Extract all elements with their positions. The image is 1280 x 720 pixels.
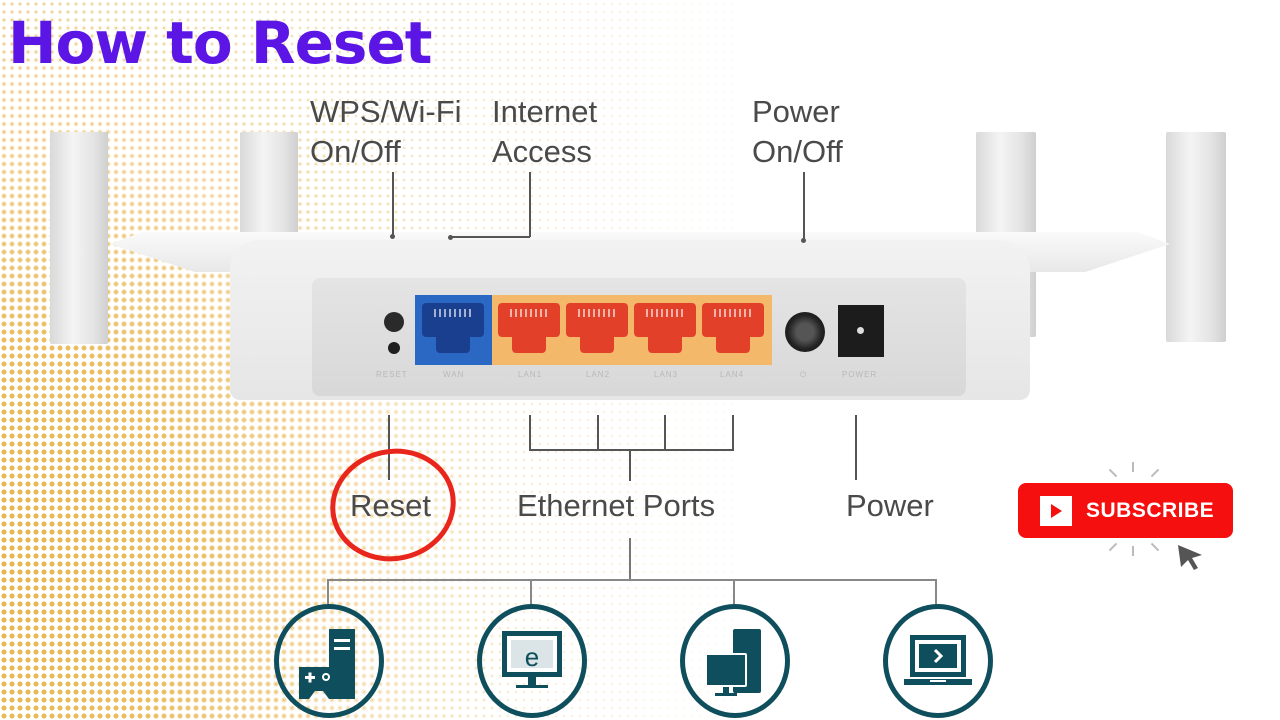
leader-lan-bracket (529, 449, 734, 451)
tree-branch-1 (327, 579, 329, 605)
tree-branch-4 (935, 579, 937, 605)
power-jack[interactable] (838, 305, 884, 357)
wan-port[interactable] (422, 303, 484, 355)
label-reset: Reset (350, 488, 431, 523)
port-label-wan: WAN (443, 370, 465, 379)
tree-branch-3 (733, 579, 735, 605)
leader-dot (390, 234, 395, 239)
device-circle-gaming (274, 604, 384, 718)
tree-bar (327, 579, 936, 581)
port-label-power-switch: ⏻ (800, 370, 808, 379)
leader-reset (388, 415, 390, 480)
device-circle-laptop (883, 604, 993, 718)
leader-lan-stem (629, 449, 631, 481)
play-icon (1040, 495, 1072, 526)
label-power-switch: Power On/Off (752, 94, 843, 169)
label-internet-access: Internet Access (492, 94, 598, 169)
port-label-lan3: LAN3 (654, 370, 679, 379)
lan-port-2[interactable] (566, 303, 628, 355)
subscribe-button[interactable]: SUBSCRIBE (1018, 483, 1233, 538)
port-label-power: POWER (842, 370, 878, 379)
leader-dot (801, 238, 806, 243)
desktop-tablet-icon (705, 629, 761, 696)
port-label-lan2: LAN2 (586, 370, 611, 379)
burst-ray (1132, 546, 1134, 556)
power-switch[interactable] (785, 312, 825, 352)
wps-button[interactable] (384, 312, 404, 332)
internet-monitor-icon: e (502, 631, 562, 688)
port-label-lan4: LAN4 (720, 370, 745, 379)
leader-power (855, 415, 857, 480)
tree-stem (629, 538, 631, 580)
leader-lan3 (664, 415, 666, 450)
antenna-left-outer (50, 132, 108, 344)
leader-internet-h (450, 236, 530, 238)
subscribe-label: SUBSCRIBE (1086, 498, 1215, 522)
label-power: Power (846, 488, 934, 523)
lan-port-1[interactable] (498, 303, 560, 355)
leader-dot (448, 235, 453, 240)
lan-port-3[interactable] (634, 303, 696, 355)
svg-text:e: e (525, 642, 539, 672)
laptop-icon (904, 635, 972, 685)
device-circle-desktop (680, 604, 790, 718)
tree-branch-2 (530, 579, 532, 605)
leader-lan2 (597, 415, 599, 450)
lan-port-4[interactable] (702, 303, 764, 355)
leader-lan4 (732, 415, 734, 450)
leader-wps (392, 172, 394, 236)
game-console-pc-icon (299, 629, 355, 699)
device-circle-internet: e (477, 604, 587, 718)
port-label-reset: RESET (376, 370, 408, 379)
burst-ray (1132, 462, 1134, 472)
cursor-icon (1178, 545, 1202, 570)
leader-lan1 (529, 415, 531, 450)
leader-power-switch (803, 172, 805, 240)
reset-pinhole[interactable] (388, 342, 400, 354)
port-label-lan1: LAN1 (518, 370, 543, 379)
label-ethernet-ports: Ethernet Ports (517, 488, 716, 523)
label-wps: WPS/Wi-Fi On/Off (310, 94, 462, 169)
page-title: How to Reset (8, 9, 433, 77)
antenna-right-outer (1166, 132, 1226, 342)
leader-internet-v (529, 172, 531, 237)
